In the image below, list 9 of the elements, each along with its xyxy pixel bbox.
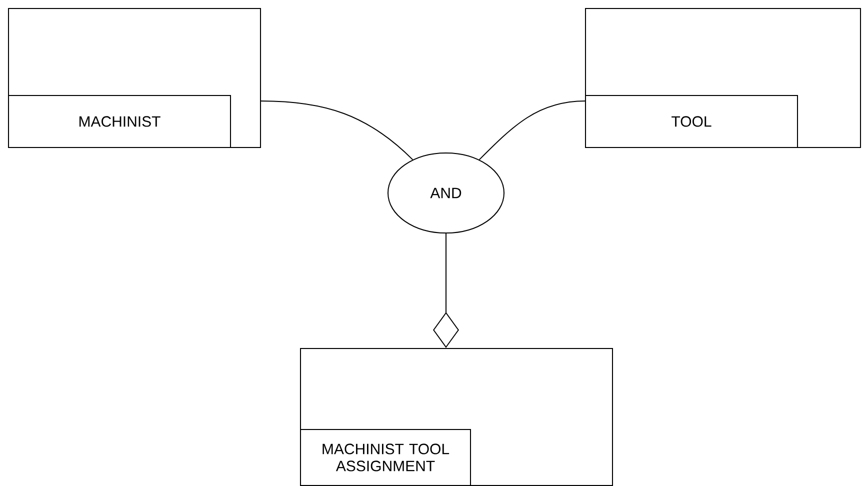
connector-line xyxy=(478,100,586,160)
entity-label: MACHINIST xyxy=(8,95,231,148)
entity-box xyxy=(585,8,861,148)
entity-label: TOOL xyxy=(585,95,798,148)
entity-box xyxy=(300,348,613,486)
connector-line xyxy=(260,100,414,160)
entity-label: MACHINIST TOOL ASSIGNMENT xyxy=(300,429,471,486)
entity-box xyxy=(8,8,261,148)
diamond-connector xyxy=(433,233,459,348)
